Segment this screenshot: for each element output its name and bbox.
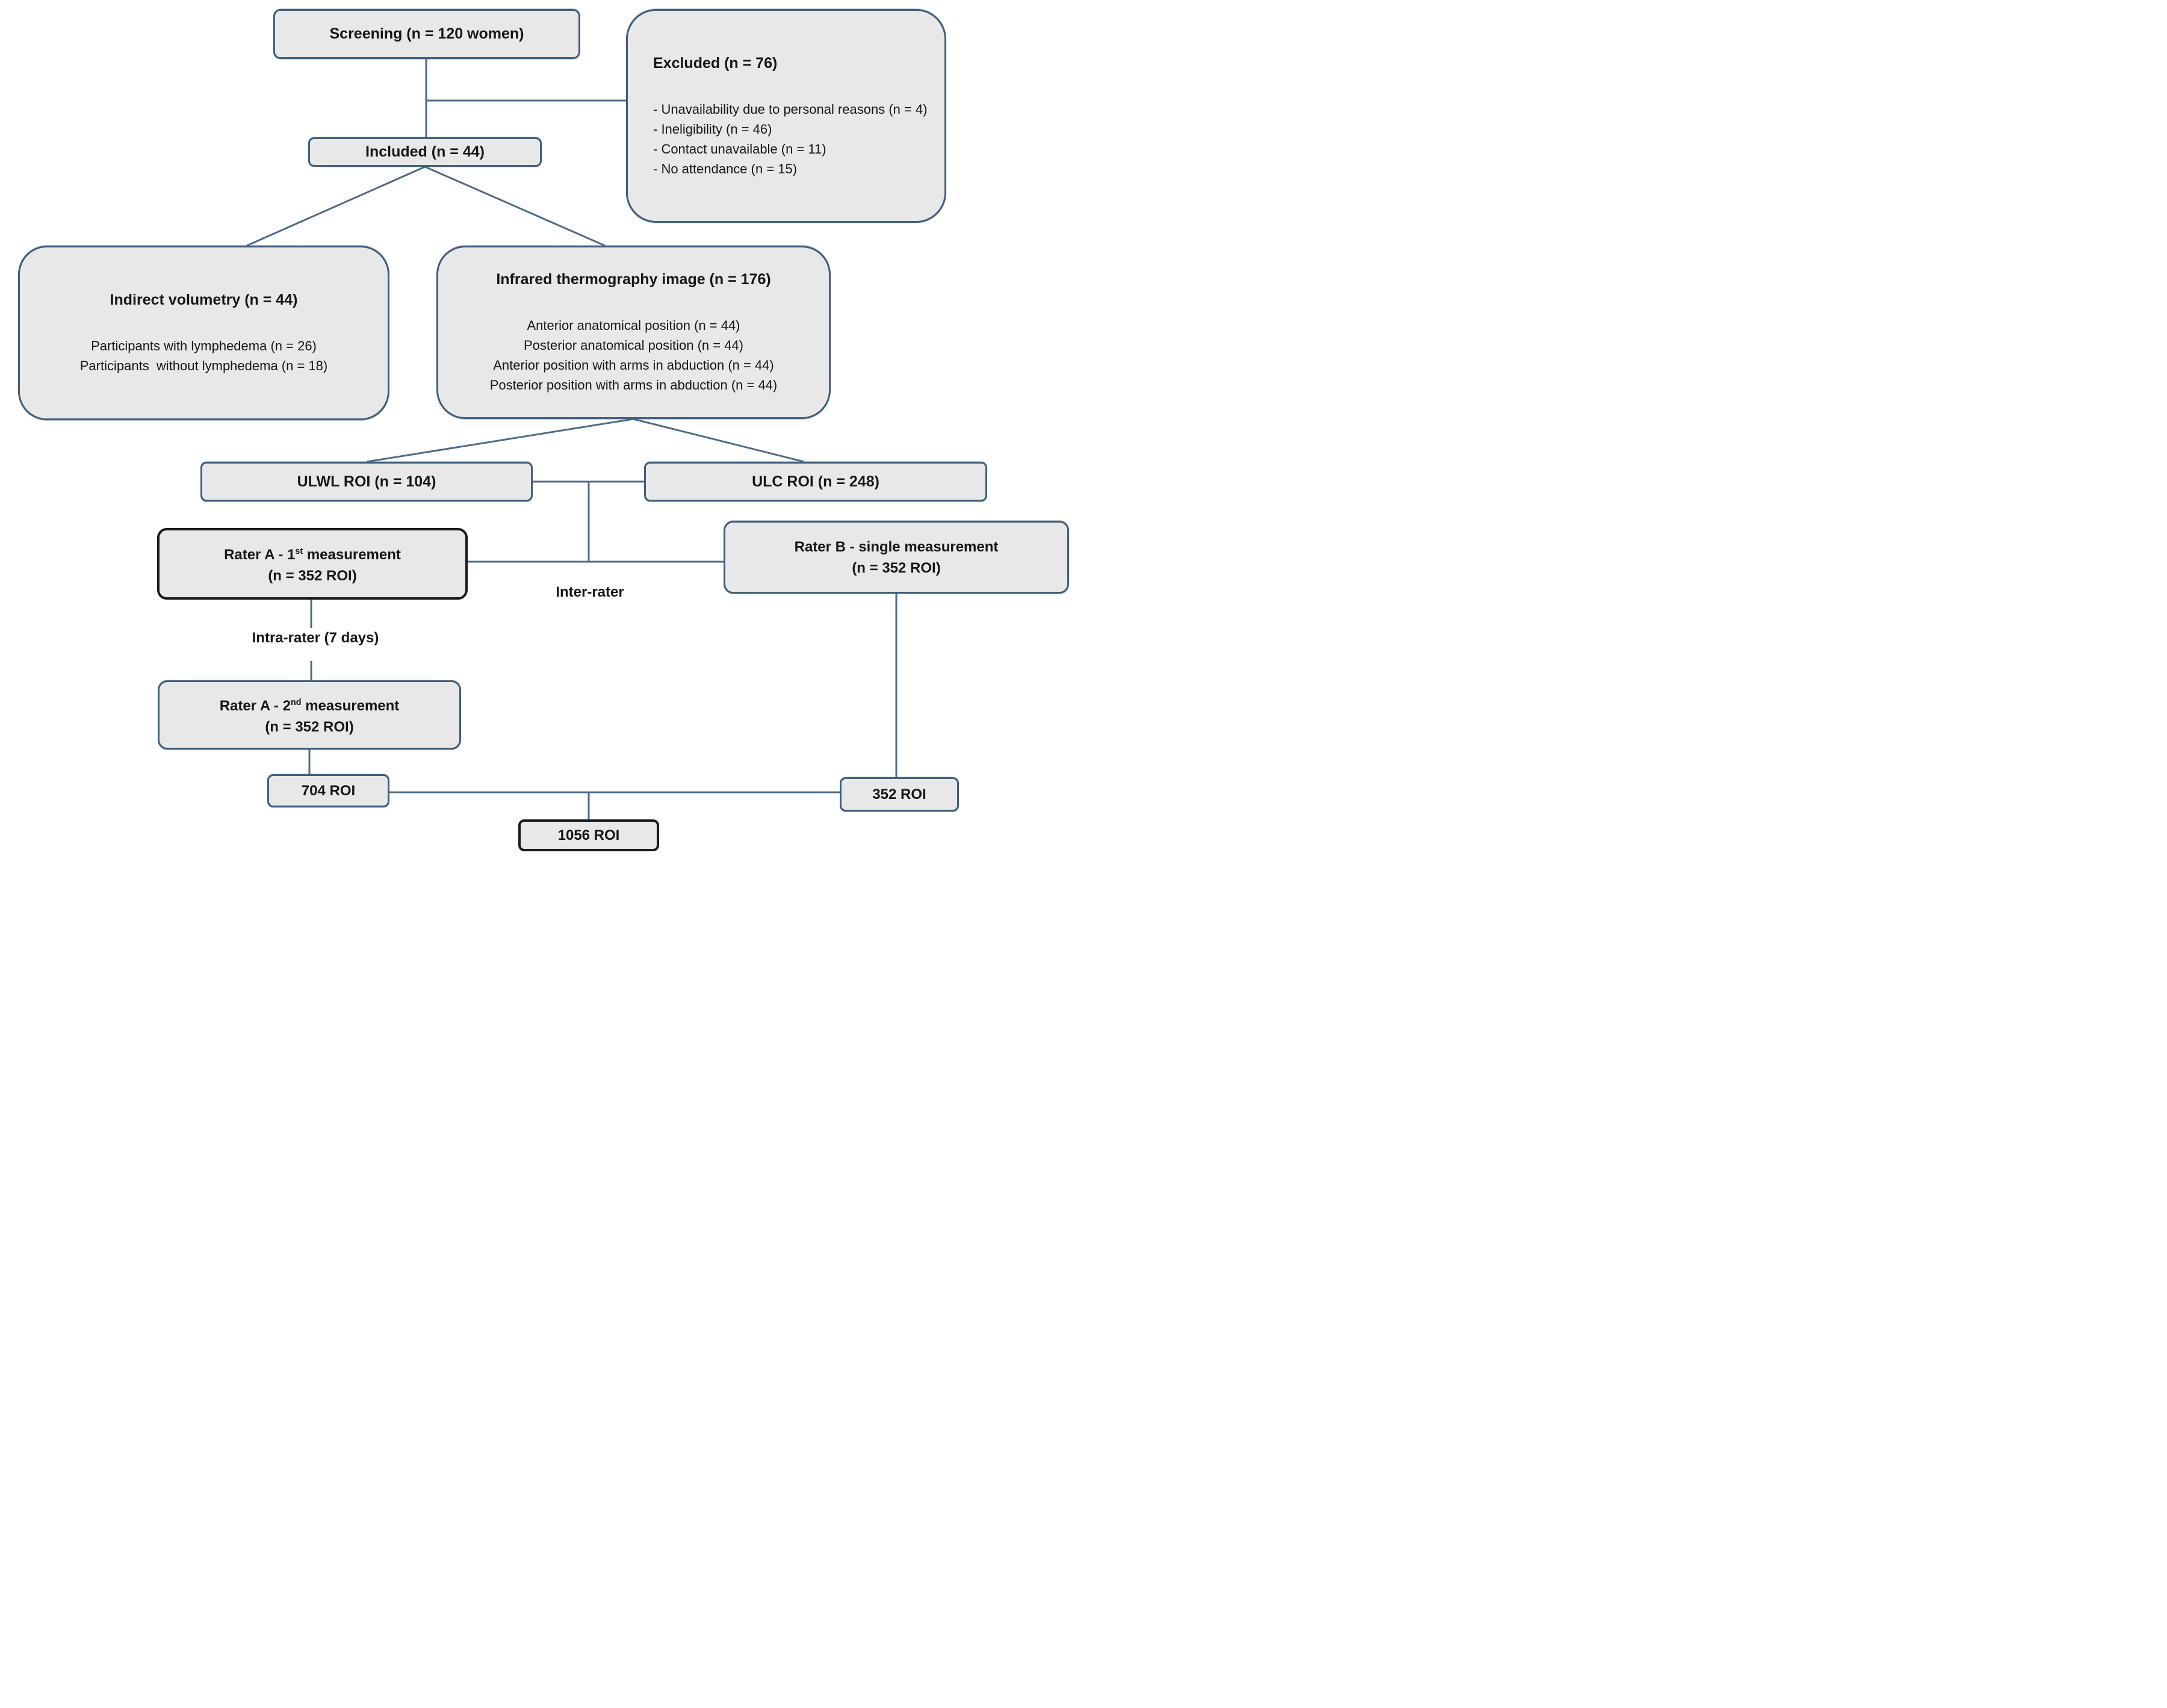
infrared-thermography-box: Infrared thermography image (n = 176) An… [436,246,831,419]
roi-1056-box: 1056 ROI [518,819,659,851]
infrared-thermography-item: Anterior position with arms in abduction… [493,358,774,373]
excluded-item: - No attendance (n = 15) [653,161,798,176]
rater-a-second-ordinal: nd [290,698,302,707]
indirect-volumetry-item: Participants without lymphedema (n = 18) [79,358,328,373]
infrared-thermography-item: Anterior anatomical position (n = 44) [527,318,740,333]
ulwl-roi-box: ULWL ROI (n = 104) [200,462,533,502]
inter-rater-label: Inter-rater [556,584,624,600]
rater-a-second-line1: Rater A - 2nd measurement [220,692,400,716]
rater-a-second-line1-post: measurement [301,698,400,714]
infrared-thermography-item: Posterior anatomical position (n = 44) [523,338,744,353]
screening-label: Screening (n = 120 women) [329,25,524,42]
rater-b-box: Rater B - single measurement (n = 352 RO… [724,521,1069,594]
excluded-item: - Contact unavailable (n = 11) [653,141,826,157]
roi-352-label: 352 ROI [872,786,926,803]
infrared-thermography-title: Infrared thermography image (n = 176) [496,271,771,288]
connector-lines [246,59,897,819]
rater-a-first-line1-post: measurement [303,547,401,563]
rater-a-first-line1-pre: Rater A - 1 [224,547,296,563]
line-infrared-to-ulc [633,418,805,463]
ulc-roi-box: ULC ROI (n = 248) [644,462,987,502]
intra-rater-label: Intra-rater (7 days) [252,630,379,646]
line-included-to-infrared [424,166,606,247]
ulc-roi-label: ULC ROI (n = 248) [752,473,879,490]
line-included-to-indirect [246,166,426,247]
excluded-item: - Unavailability due to personal reasons… [653,101,928,117]
rater-a-first-measurement-box: Rater A - 1st measurement (n = 352 ROI) [157,528,468,600]
included-label: Included (n = 44) [365,143,485,160]
study-flow-diagram: Screening (n = 120 women) Excluded (n = … [0,0,1084,854]
rater-a-second-line2: (n = 352 ROI) [265,719,354,735]
excluded-box: Excluded (n = 76) - Unavailability due t… [626,9,946,223]
indirect-volumetry-item: Participants with lymphedema (n = 26) [91,338,317,353]
infrared-thermography-item: Posterior position with arms in abductio… [489,377,778,393]
excluded-item: - Ineligibility (n = 46) [653,121,772,137]
roi-704-label: 704 ROI [301,783,356,799]
excluded-title: Excluded (n = 76) [653,54,778,72]
roi-1056-label: 1056 ROI [557,827,620,843]
rater-a-first-line2: (n = 352 ROI) [268,568,357,584]
rater-a-first-line1: Rater A - 1st measurement [224,541,401,565]
indirect-volumetry-title: Indirect volumetry (n = 44) [110,291,298,308]
line-infrared-to-ulwl [366,418,634,463]
rater-b-line1: Rater B - single measurement [794,538,999,555]
rater-a-second-line1-pre: Rater A - 2 [219,698,291,714]
roi-704-box: 704 ROI [267,774,389,807]
rater-b-line2: (n = 352 ROI) [852,559,941,576]
ulwl-roi-label: ULWL ROI (n = 104) [297,473,436,490]
rater-a-second-measurement-box: Rater A - 2nd measurement (n = 352 ROI) [158,680,461,750]
roi-352-box: 352 ROI [840,777,959,812]
rater-a-first-ordinal: st [295,547,303,556]
indirect-volumetry-box: Indirect volumetry (n = 44) Participants… [18,246,389,420]
included-box: Included (n = 44) [308,137,542,167]
screening-box: Screening (n = 120 women) [273,9,580,59]
